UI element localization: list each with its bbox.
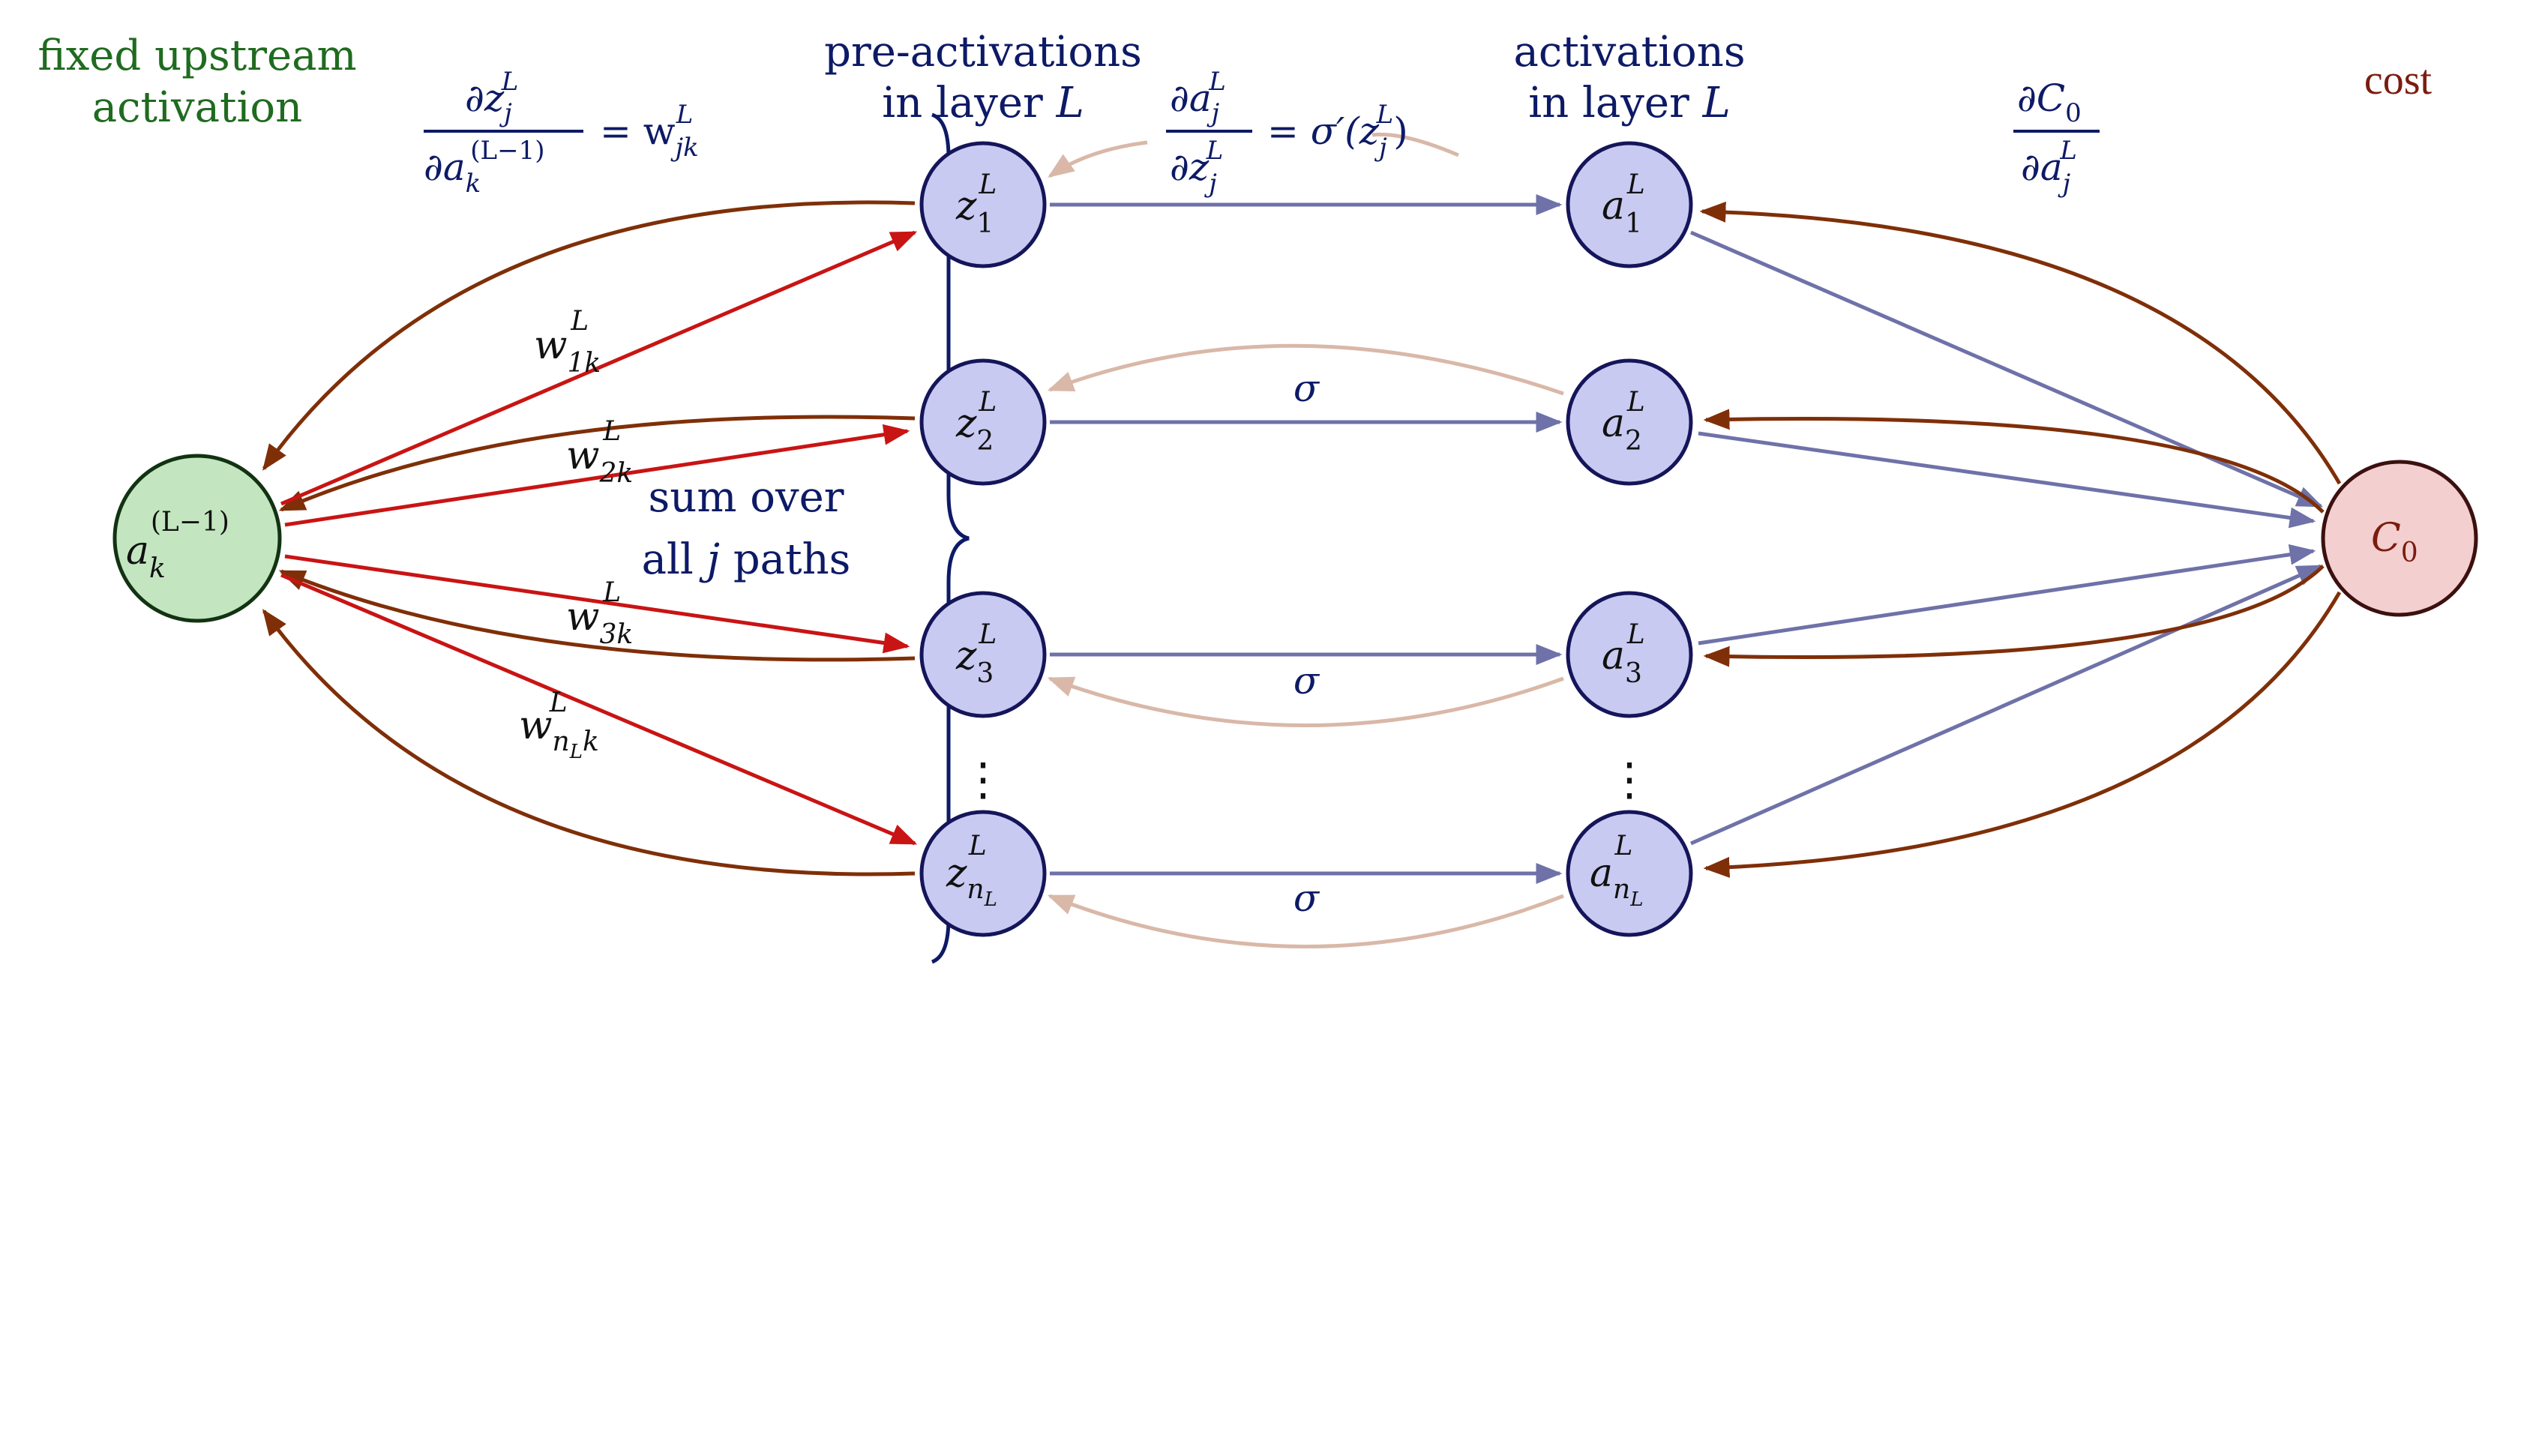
slate-arrow-a3-c0 (1698, 544, 2316, 646)
header-upstream: fixed upstream activation (37, 31, 356, 132)
tan-arrow-to-z1 (1048, 140, 1148, 178)
svg-text:∂ajL: ∂ajL (2021, 136, 2077, 199)
svg-text:z3L: z3L (955, 619, 997, 689)
svg-text:all j paths: all j paths (642, 535, 851, 584)
sum-brace (931, 112, 970, 964)
svg-text:∂C0: ∂C0 (2017, 76, 2082, 128)
svg-text:z1L: z1L (955, 169, 997, 239)
a-vdots: ⋮ (1607, 753, 1652, 806)
svg-text:a1L: a1L (1602, 169, 1645, 239)
tan-arrow-a2-z2 (1047, 343, 1564, 396)
svg-text:anLL: anLL (1590, 831, 1643, 911)
brown-arrow-z2-up (278, 415, 916, 512)
z-node-1: z1L (919, 141, 1047, 268)
sigma-label-n: σ (1293, 876, 1320, 920)
svg-text:pre-activations: pre-activations (824, 28, 1142, 76)
svg-text:ak(L−1): ak(L−1) (126, 507, 229, 584)
svg-text:∂zjL: ∂zjL (1170, 136, 1223, 199)
red-arrow-up-z2 (284, 424, 910, 527)
a-node-3: a3L (1566, 591, 1693, 718)
slate-arrow-a2-c0 (1698, 431, 2316, 529)
svg-text:= wjkL: = wjkL (600, 100, 699, 163)
weight-label-1: w1kL (534, 306, 601, 379)
header-pre-activations: pre-activations in layer L (824, 28, 1142, 127)
svg-text:z2L: z2L (955, 387, 997, 457)
header-activations: activations in layer L (1513, 28, 1745, 127)
svg-text:znLL: znLL (946, 831, 997, 911)
red-arrow-up-z1 (280, 230, 918, 506)
svg-text:a3L: a3L (1602, 619, 1645, 689)
a-node-n: anLL (1566, 810, 1693, 937)
a-node-2: a2L (1566, 358, 1693, 486)
a-nodes: a1L a2L a3L anLL (1566, 141, 1693, 937)
svg-text:∂zjL: ∂zjL (465, 67, 518, 128)
z-node-3: z3L (919, 591, 1047, 718)
sum-note: sum over all j paths (642, 473, 851, 584)
a-node-1: a1L (1566, 141, 1693, 268)
sigma-label-2: σ (1293, 367, 1320, 410)
svg-text:in layer L: in layer L (882, 79, 1084, 127)
forward-z-to-a-arrows (1050, 194, 1563, 884)
brown-arrow-c0-a2 (1703, 409, 2325, 514)
tan-arrow-an-zn (1047, 894, 1564, 948)
svg-text:activations: activations (1513, 28, 1745, 76)
svg-text:∂ak(L−1): ∂ak(L−1) (424, 136, 545, 199)
svg-text:a2L: a2L (1602, 387, 1645, 457)
backward-z-to-upstream-arrows (262, 200, 916, 876)
weight-label-n: wnLkL (519, 688, 599, 763)
sigma-label-3: σ (1293, 659, 1320, 703)
weight-label-2: w2kL (566, 416, 633, 489)
weight-label-3: w3kL (566, 577, 633, 650)
svg-text:= σ′(zjL): = σ′(zjL) (1267, 100, 1408, 163)
svg-text:C0: C0 (2371, 516, 2418, 568)
z-nodes: z1L z2L z3L znLL (919, 141, 1047, 937)
slate-arrow-an-c0 (1689, 564, 2324, 846)
weight-arrows (280, 230, 918, 846)
upstream-node: ak(L−1) (112, 454, 282, 623)
brown-arrow-c0-an (1703, 591, 2342, 878)
cost-node: C0 (2321, 460, 2478, 617)
formula-dC-da: ∂C0 ∂ajL (2013, 76, 2100, 199)
formula-dz-da: ∂zjL ∂ak(L−1) = wjkL (424, 67, 699, 199)
svg-text:∂ajL: ∂ajL (1170, 67, 1226, 128)
brown-arrow-c0-a1 (1699, 201, 2342, 485)
svg-text:in layer L: in layer L (1528, 79, 1731, 127)
tan-arrow-a1-z1 (1371, 132, 1459, 157)
forward-a-to-cost-arrows (1689, 230, 2324, 846)
brown-arrow-zn-up (262, 609, 916, 876)
header-cost: cost (2364, 57, 2433, 103)
formula-da-dz: ∂ajL ∂zjL = σ′(zjL) (1166, 67, 1408, 199)
brown-arrow-z3-up (278, 569, 916, 662)
svg-text:fixed upstream: fixed upstream (37, 31, 356, 80)
z-node-n: znLL (919, 810, 1047, 937)
svg-text:sum over: sum over (649, 473, 844, 522)
weight-labels: w1kL w2kL w3kL wnLkL (519, 306, 633, 763)
backward-cost-to-a-arrows (1699, 201, 2342, 878)
z-vdots: ⋮ (961, 753, 1006, 806)
sigma-backward-arrows (1047, 132, 1564, 948)
z-node-2: z2L (919, 358, 1047, 486)
slate-arrow-a1-c0 (1690, 230, 2324, 508)
brown-arrow-c0-a3 (1703, 565, 2325, 667)
sigma-labels: σ σ σ (1293, 367, 1320, 920)
brown-arrow-z1-up (262, 200, 916, 471)
red-arrow-up-z3 (284, 554, 910, 654)
svg-text:activation: activation (92, 83, 302, 132)
red-arrow-up-zn (280, 573, 918, 846)
tan-arrow-a3-z3 (1047, 676, 1564, 727)
